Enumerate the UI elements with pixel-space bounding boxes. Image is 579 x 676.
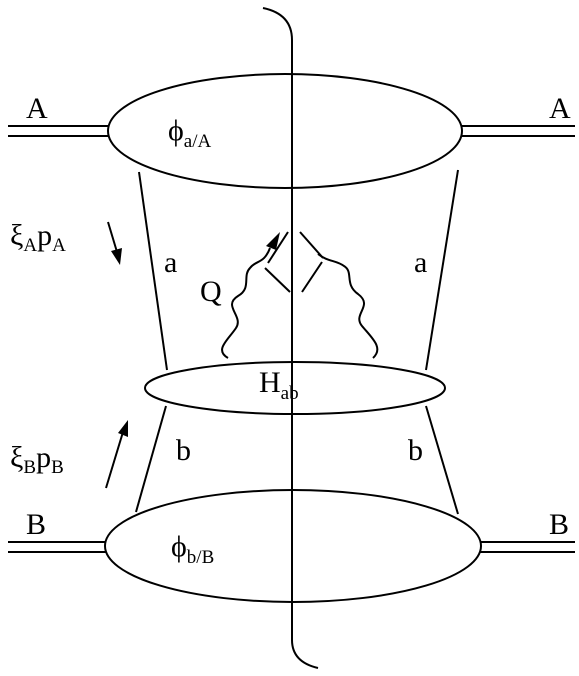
- lepton-line-left-lower: [264, 267, 291, 293]
- label-boson-q: Q: [200, 275, 222, 308]
- p-subscript-b: B: [51, 457, 64, 478]
- xi-symbol-b: ξ: [10, 441, 23, 474]
- lepton-line-right-upper: [299, 231, 324, 259]
- label-hadron-a-right: A: [549, 92, 571, 125]
- hadron-line-b-right: [478, 541, 575, 553]
- lepton-line-left-upper: [267, 231, 289, 264]
- hard-scattering-blob: [144, 361, 446, 415]
- phi-subscript-a: a/A: [184, 131, 212, 152]
- h-symbol: H: [259, 366, 281, 399]
- p-symbol-a: p: [37, 219, 52, 252]
- momentum-arrow-a: [107, 221, 122, 265]
- label-hard-scattering: Hab: [259, 366, 299, 404]
- parton-line-a-right: [425, 169, 459, 371]
- hadron-line-a-left: [8, 125, 110, 137]
- label-parton-b-right: b: [408, 434, 423, 467]
- momentum-arrow-b: [105, 420, 128, 489]
- hadron-line-b-left: [8, 541, 110, 553]
- xi-subscript-a: A: [23, 235, 37, 256]
- boson-wavy-line-right: [317, 253, 379, 359]
- label-parton-a-left: a: [164, 246, 177, 279]
- label-momentum-a: ξApA: [10, 219, 66, 256]
- label-hadron-a-left: A: [26, 92, 48, 125]
- label-parton-a-right: a: [414, 246, 427, 279]
- phi-subscript-b: b/B: [187, 547, 214, 568]
- xi-subscript-b: B: [23, 457, 36, 478]
- pdf-blob-a: [107, 73, 463, 189]
- lepton-line-right-lower: [301, 261, 323, 293]
- parton-line-b-right: [425, 405, 459, 515]
- p-subscript-a: A: [52, 235, 66, 256]
- xi-symbol-a: ξ: [10, 219, 23, 252]
- parton-line-a-left: [138, 171, 168, 371]
- label-pdf-b: ϕb/B: [171, 530, 214, 568]
- phi-symbol-b: ϕ: [171, 530, 187, 563]
- label-hadron-b-left: B: [26, 508, 46, 541]
- boson-arrowhead: [266, 232, 280, 250]
- phi-symbol-a: ϕ: [168, 114, 184, 147]
- boson-wavy-line-left: [221, 247, 271, 359]
- label-parton-b-left: b: [176, 434, 191, 467]
- h-subscript: ab: [281, 383, 299, 404]
- label-pdf-a: ϕa/A: [168, 114, 212, 152]
- hadron-line-a-right: [460, 125, 575, 137]
- p-symbol-b: p: [36, 441, 51, 474]
- parton-line-b-left: [135, 405, 167, 513]
- label-momentum-b: ξBpB: [10, 441, 64, 478]
- label-hadron-b-right: B: [549, 508, 569, 541]
